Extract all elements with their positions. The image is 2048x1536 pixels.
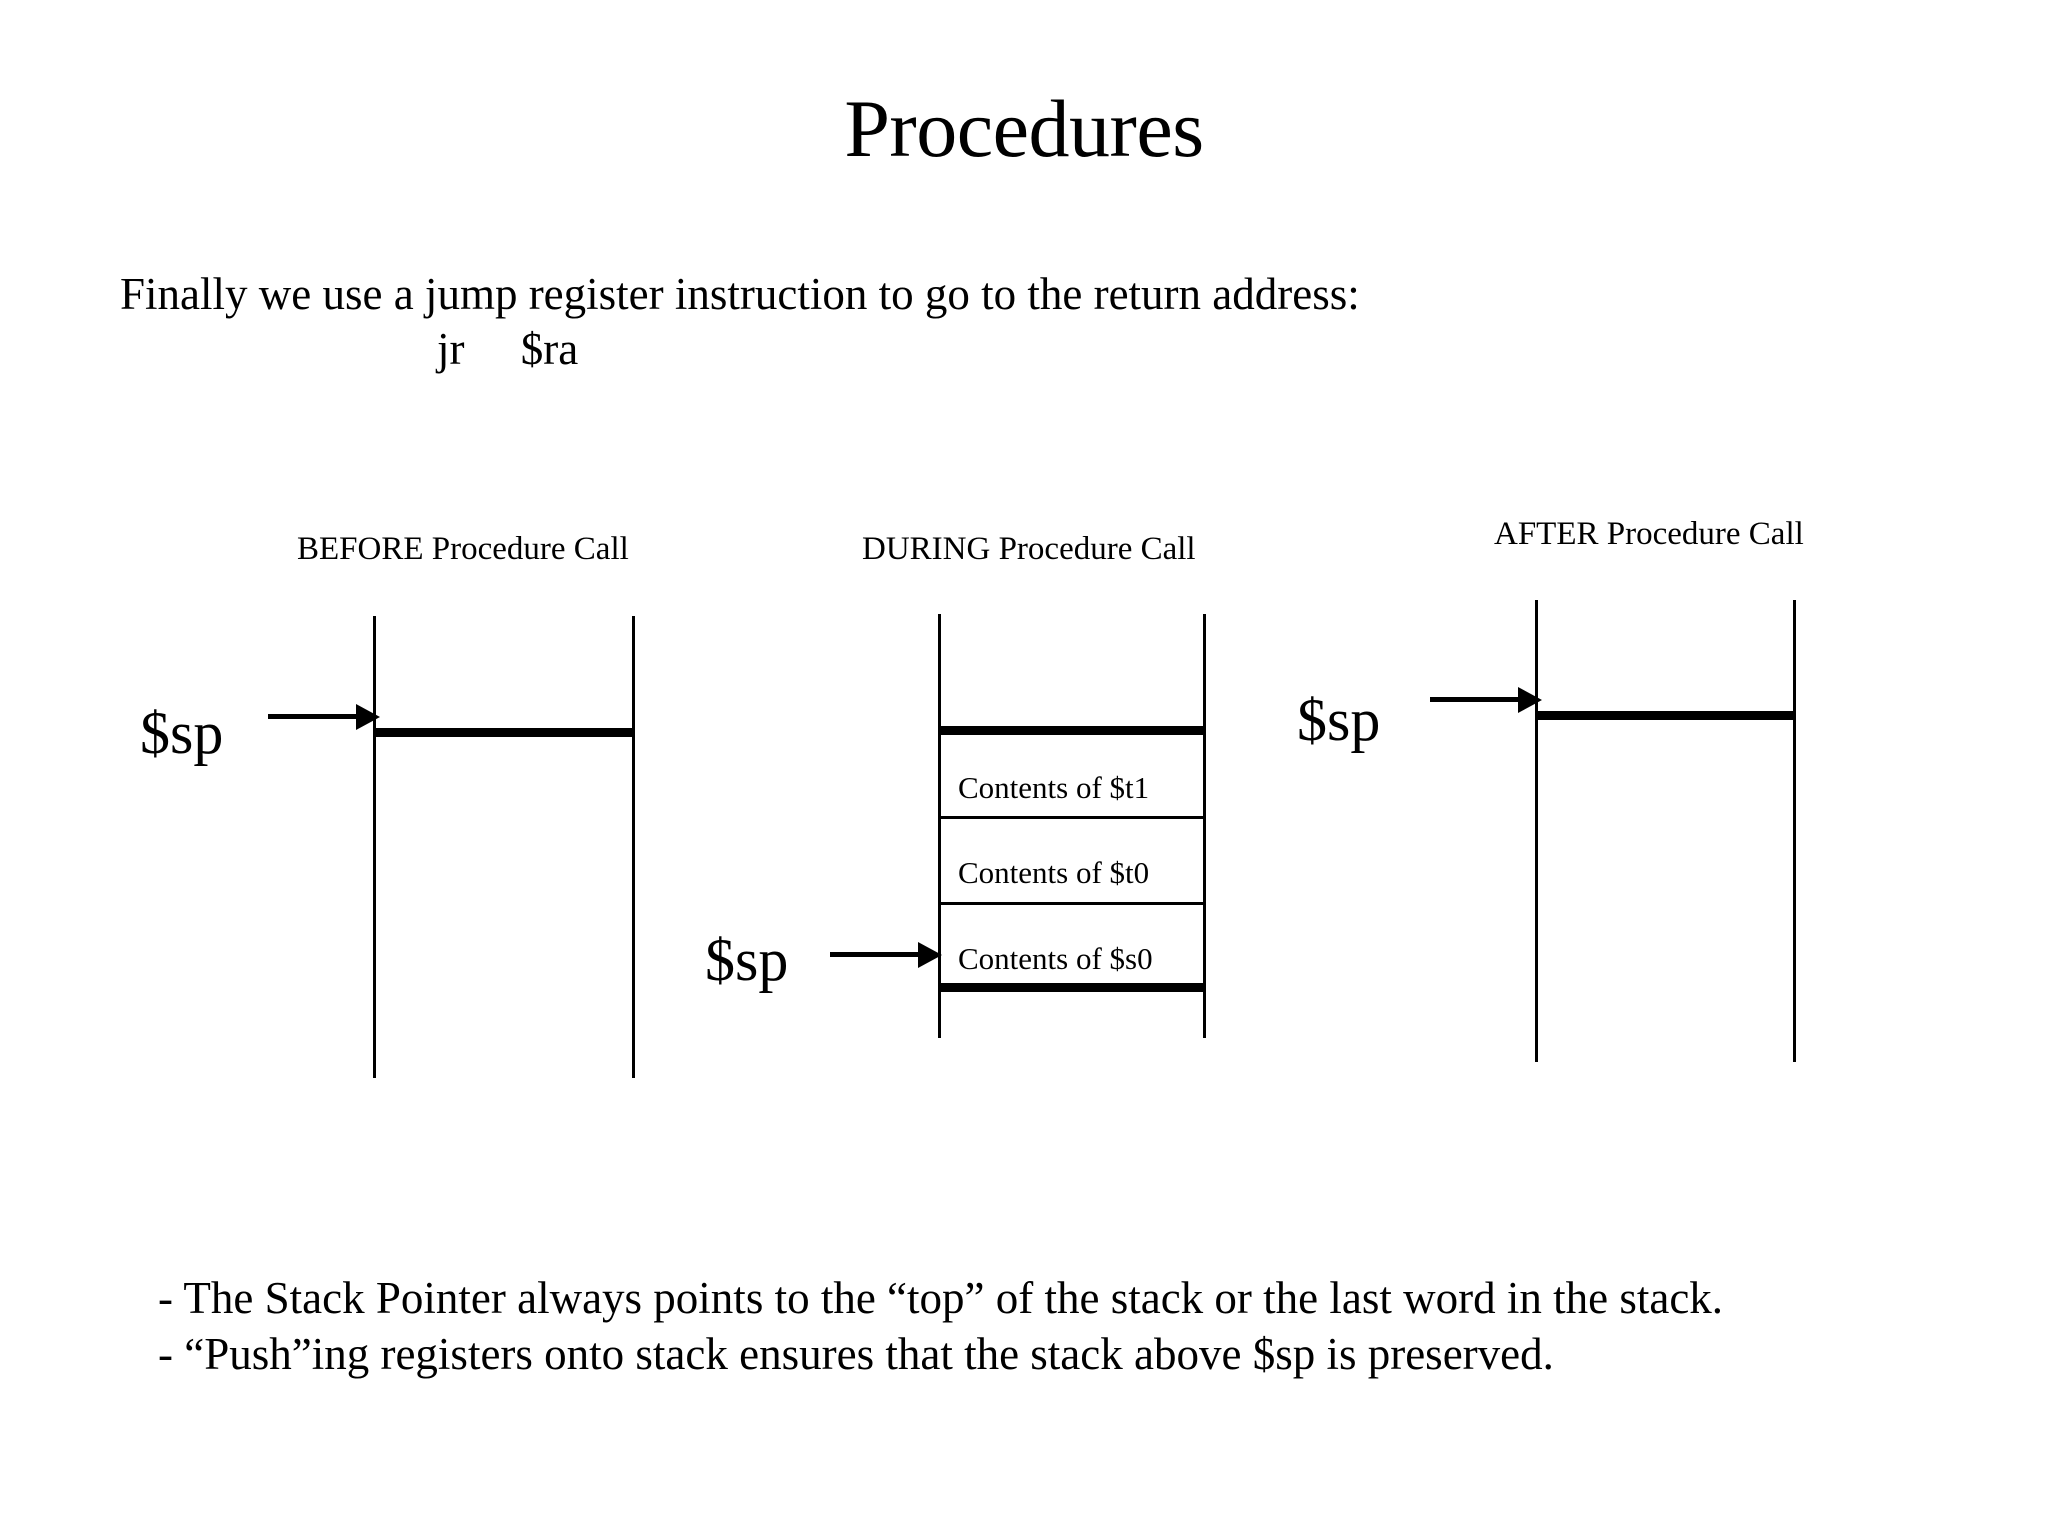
stack-cell-label: Contents of $s0 — [958, 941, 1153, 976]
stack-cell-label: Contents of $t0 — [958, 855, 1150, 890]
arrow-right-icon — [918, 942, 942, 968]
arrow-right-icon — [356, 704, 380, 730]
intro-sentence: Finally we use a jump register instructi… — [120, 269, 1360, 319]
page-title: Procedures — [844, 83, 1204, 174]
stack-pointer-label-after: $sp — [1297, 687, 1381, 753]
stack-pointer-bar-during — [941, 983, 1203, 992]
bullet-stack-pointer-note: - The Stack Pointer always points to the… — [158, 1273, 1724, 1323]
stack-cell-label: Contents of $t1 — [958, 770, 1150, 805]
intro-instruction-code: jr $ra — [437, 324, 579, 374]
stack-column-during — [938, 614, 1206, 1038]
stack-pointer-label-during: $sp — [705, 927, 789, 993]
stack-column-before — [373, 616, 635, 1078]
stack-cell-divider — [941, 816, 1203, 819]
caption-during-procedure-call: DURING Procedure Call — [862, 531, 1196, 567]
stack-pointer-label-before: $sp — [140, 700, 224, 766]
caption-after-procedure-call: AFTER Procedure Call — [1494, 516, 1804, 552]
stack-pointer-bar-before — [376, 728, 632, 737]
stack-column-after — [1535, 600, 1796, 1062]
arrow-shaft-icon — [268, 714, 360, 719]
stack-cell-divider — [941, 902, 1203, 905]
caption-before-procedure-call: BEFORE Procedure Call — [297, 531, 629, 567]
bullet-push-note: - “Push”ing registers onto stack ensures… — [158, 1329, 1554, 1379]
arrow-right-icon — [1518, 687, 1542, 713]
stack-pointer-bar-after — [1538, 711, 1793, 720]
arrow-shaft-icon — [830, 952, 922, 957]
arrow-shaft-icon — [1430, 697, 1522, 702]
stack-top-bar-during — [941, 726, 1203, 735]
